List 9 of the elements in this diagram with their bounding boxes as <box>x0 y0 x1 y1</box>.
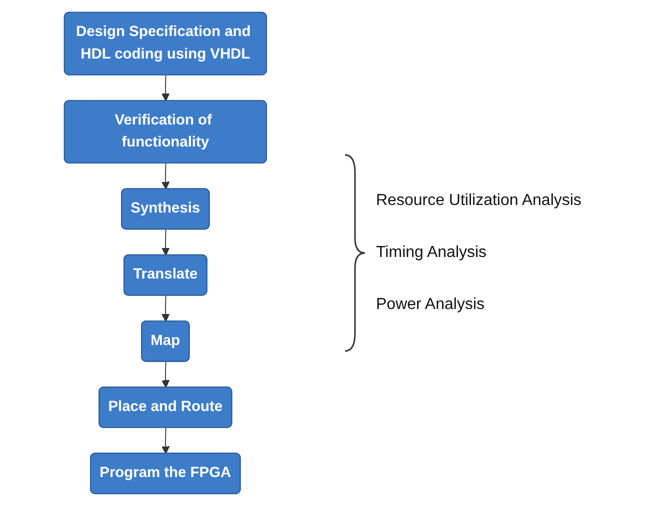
arrow <box>161 229 170 256</box>
arrow <box>161 162 170 190</box>
analysis-label: Timing Analysis <box>376 244 488 262</box>
arrow <box>161 295 170 322</box>
arrow <box>161 361 170 388</box>
arrow <box>161 74 170 102</box>
arrow <box>161 428 170 454</box>
analysis-label: Resource Utilization Analysis <box>376 192 582 210</box>
analysis-label: Power Analysis <box>376 296 486 314</box>
